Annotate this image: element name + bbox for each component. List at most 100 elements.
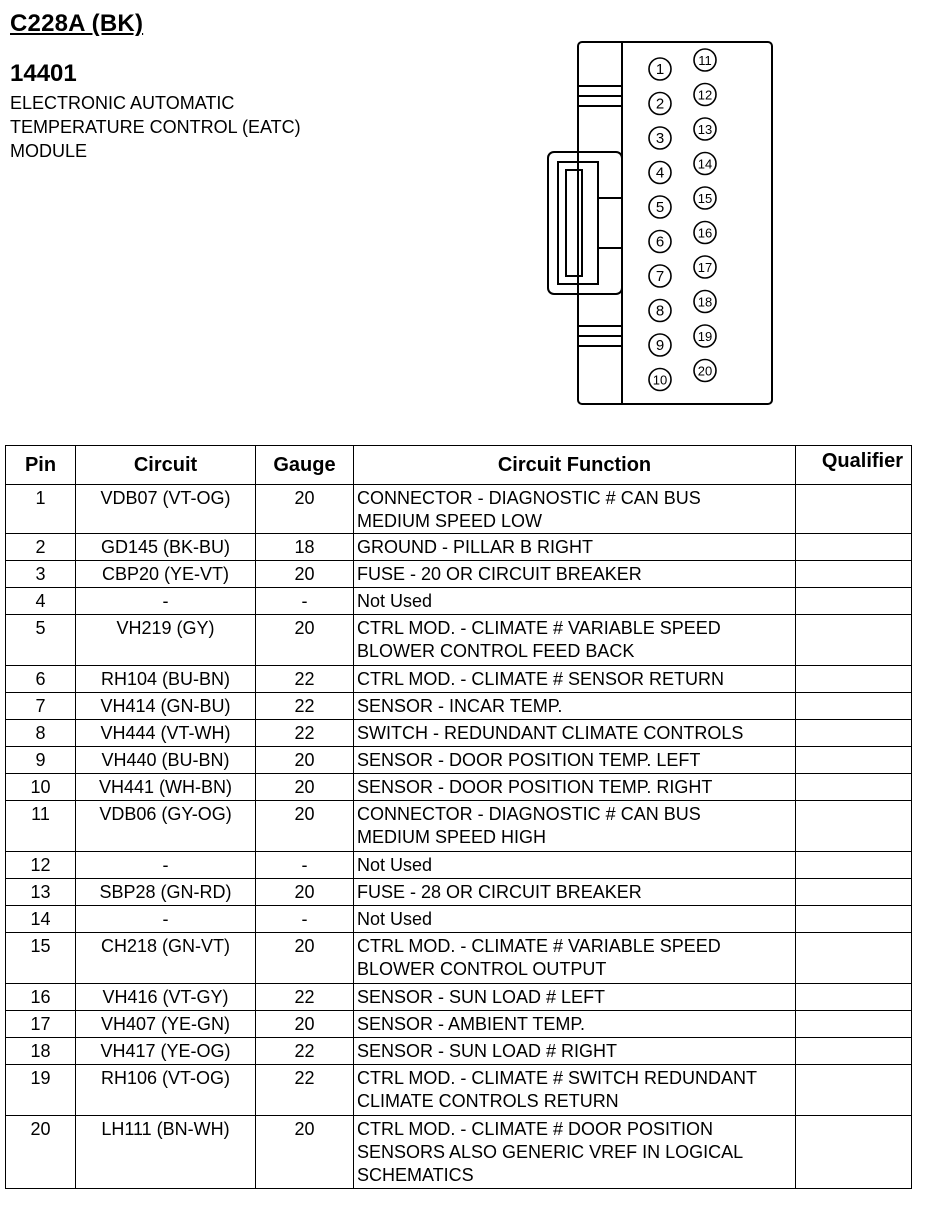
pin-circle-8: 8 — [648, 298, 672, 323]
cell-circuit: RH104 (BU-BN) — [75, 665, 256, 693]
function-line: SCHEMATICS — [357, 1165, 474, 1185]
pin-number-label: 15 — [698, 191, 712, 206]
cell-circuit: VH407 (YE-GN) — [75, 1010, 256, 1038]
cell-qualifier — [795, 878, 912, 906]
cell-gauge: 20 — [255, 800, 354, 852]
pin-number-label: 17 — [698, 260, 712, 275]
cell-gauge: 22 — [255, 983, 354, 1011]
pin-circle-2: 2 — [648, 91, 672, 116]
cell-circuit: VH414 (GN-BU) — [75, 692, 256, 720]
cell-pin: 2 — [5, 533, 76, 561]
cell-circuit: VH440 (BU-BN) — [75, 746, 256, 774]
cell-circuit-function: SENSOR - AMBIENT TEMP. — [353, 1010, 796, 1038]
cell-circuit-function: FUSE - 28 OR CIRCUIT BREAKER — [353, 878, 796, 906]
function-line: BLOWER CONTROL OUTPUT — [357, 959, 607, 979]
cell-circuit: LH111 (BN-WH) — [75, 1115, 256, 1189]
cell-qualifier — [795, 665, 912, 693]
cell-gauge: 20 — [255, 1115, 354, 1189]
table-row: 4--Not Used — [5, 587, 912, 615]
cell-gauge: 20 — [255, 614, 354, 666]
pin-number-label: 16 — [698, 226, 712, 241]
function-line: CTRL MOD. - CLIMATE # VARIABLE SPEED — [357, 936, 721, 956]
connector-housing — [547, 41, 773, 405]
pinout-table: Pin Circuit Gauge Circuit Function Quali… — [5, 445, 912, 1189]
pin-circle-7: 7 — [648, 264, 672, 288]
cell-qualifier — [795, 800, 912, 852]
cell-circuit: VH416 (VT-GY) — [75, 983, 256, 1011]
cell-gauge: 22 — [255, 1037, 354, 1065]
pin-number-label: 1 — [656, 61, 664, 78]
pin-circle-17: 17 — [693, 255, 717, 279]
pin-circle-15: 15 — [693, 186, 717, 210]
cell-qualifier — [795, 851, 912, 879]
cell-circuit: VH441 (WH-BN) — [75, 773, 256, 801]
cell-pin: 3 — [5, 560, 76, 588]
cell-circuit: VH219 (GY) — [75, 614, 256, 666]
cell-qualifier — [795, 560, 912, 588]
pin-circle-9: 9 — [648, 333, 672, 357]
function-line: GROUND - PILLAR B RIGHT — [357, 537, 594, 557]
header-pin: Pin — [5, 445, 76, 485]
cell-qualifier — [795, 692, 912, 720]
pin-circle-20: 20 — [693, 358, 717, 383]
cell-gauge: 20 — [255, 560, 354, 588]
pin-number-label: 5 — [656, 199, 664, 216]
cell-qualifier — [795, 614, 912, 666]
cell-gauge: 20 — [255, 484, 354, 534]
cell-circuit: - — [75, 905, 256, 933]
module-description: ELECTRONIC AUTOMATIC TEMPERATURE CONTROL… — [10, 91, 301, 163]
function-line: SENSOR - INCAR TEMP. — [357, 696, 563, 716]
part-number: 14401 — [10, 60, 77, 87]
pin-number-label: 14 — [698, 157, 712, 172]
cell-qualifier — [795, 1064, 912, 1116]
pin-circle-14: 14 — [693, 151, 717, 176]
pin-number-label: 12 — [698, 88, 712, 103]
cell-circuit-function: FUSE - 20 OR CIRCUIT BREAKER — [353, 560, 796, 588]
pin-number-label: 19 — [698, 329, 712, 344]
pin-circle-4: 4 — [648, 160, 672, 185]
function-line: MEDIUM SPEED LOW — [357, 511, 543, 531]
function-line: SENSOR - AMBIENT TEMP. — [357, 1014, 586, 1034]
connector-title: C228A (BK) — [10, 10, 144, 37]
pin-number-label: 4 — [656, 165, 664, 182]
header-circuit: Circuit — [75, 445, 256, 485]
cell-circuit: VDB07 (VT-OG) — [75, 484, 256, 534]
function-line: MEDIUM SPEED HIGH — [357, 827, 547, 847]
cell-pin: 14 — [5, 905, 76, 933]
cell-pin: 18 — [5, 1037, 76, 1065]
cell-qualifier — [795, 719, 912, 747]
cell-gauge: - — [255, 851, 354, 879]
cell-pin: 15 — [5, 932, 76, 984]
cell-circuit-function: Not Used — [353, 851, 796, 879]
cell-qualifier — [795, 1037, 912, 1065]
cell-circuit-function: Not Used — [353, 587, 796, 615]
cell-pin: 12 — [5, 851, 76, 879]
cell-qualifier — [795, 905, 912, 933]
pin-circle-12: 12 — [693, 82, 717, 107]
function-line: SWITCH - REDUNDANT CLIMATE CONTROLS — [357, 723, 744, 743]
cell-circuit: RH106 (VT-OG) — [75, 1064, 256, 1116]
pin-circle-5: 5 — [648, 195, 672, 219]
pin-circle-1: 1 — [648, 57, 672, 81]
cell-qualifier — [795, 773, 912, 801]
function-line: CONNECTOR - DIAGNOSTIC # CAN BUS — [357, 804, 701, 824]
cell-qualifier — [795, 587, 912, 615]
cell-circuit: SBP28 (GN-RD) — [75, 878, 256, 906]
cell-circuit-function: SWITCH - REDUNDANT CLIMATE CONTROLS — [353, 719, 796, 747]
description-line: ELECTRONIC AUTOMATIC — [10, 93, 235, 113]
pin-number-label: 2 — [656, 96, 664, 113]
function-line: CTRL MOD. - CLIMATE # SWITCH REDUNDANT — [357, 1068, 758, 1088]
cell-pin: 4 — [5, 587, 76, 615]
cell-gauge: 22 — [255, 719, 354, 747]
